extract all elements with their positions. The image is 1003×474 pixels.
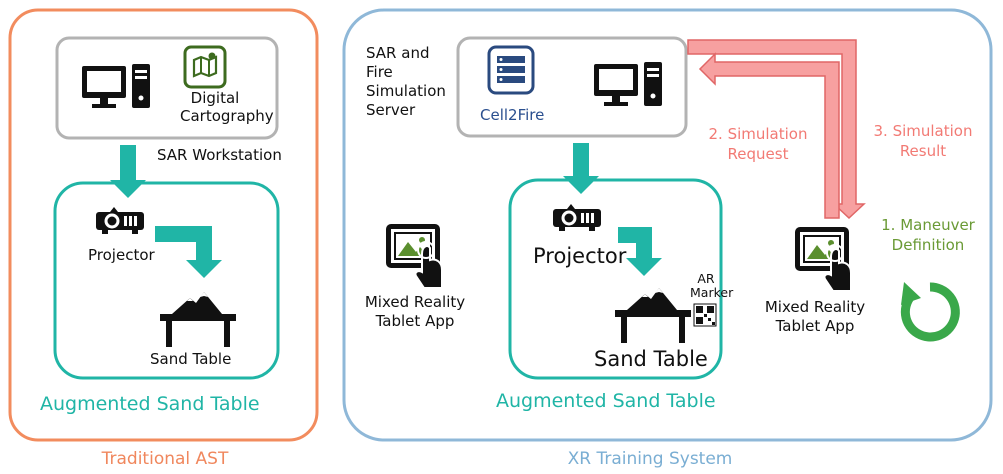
step1-line1: 1. Maneuver bbox=[881, 216, 975, 234]
xr-training-frame bbox=[342, 8, 993, 442]
server-label: SAR and Fire Simulation Server bbox=[366, 44, 446, 120]
step1-line2: Definition bbox=[891, 236, 965, 254]
digital-cartography-line2: Cartography bbox=[180, 107, 274, 125]
server-label-line1: SAR and bbox=[366, 44, 430, 62]
step1-label: 1. Maneuver Definition bbox=[872, 215, 984, 255]
step3-label: 3. Simulation Result bbox=[862, 121, 984, 161]
digital-cartography-label: Digital Cartography bbox=[180, 89, 274, 125]
tablet-app-right-line2: Tablet App bbox=[775, 317, 855, 335]
ar-marker-label: AR Marker bbox=[690, 271, 734, 300]
server-label-line3: Simulation bbox=[366, 82, 446, 100]
tablet-app-left-line1: Mixed Reality bbox=[364, 293, 466, 311]
computer-icon bbox=[82, 64, 150, 108]
server-label-line4: Server bbox=[366, 101, 416, 119]
sar-workstation-label: SAR Workstation bbox=[157, 146, 282, 164]
arrow-server-to-projector bbox=[563, 143, 599, 194]
arrow-projector-to-table-right bbox=[618, 227, 662, 276]
projector-icon-right bbox=[553, 204, 601, 231]
tablet-app-label-right: Mixed Reality Tablet App bbox=[755, 298, 875, 336]
projector-label-right: Projector bbox=[533, 244, 627, 268]
digital-cartography-icon bbox=[183, 45, 227, 89]
traditional-ast-frame bbox=[8, 8, 319, 442]
tablet-icon-right bbox=[794, 226, 852, 292]
ast-label-right: Augmented Sand Table bbox=[496, 390, 716, 412]
arrow-simulation-request bbox=[698, 52, 840, 219]
ar-marker-line1: AR bbox=[697, 271, 715, 286]
sand-table-label-left: Sand Table bbox=[150, 350, 232, 368]
sar-workstation-box bbox=[55, 36, 279, 140]
sand-table-icon-right bbox=[615, 288, 691, 343]
arrow-projector-to-table-left bbox=[155, 226, 222, 278]
server-computer-icon bbox=[594, 62, 662, 106]
step2-line1: 2. Simulation bbox=[708, 125, 808, 143]
ast-box-left bbox=[53, 181, 280, 380]
maneuver-cycle-icon bbox=[900, 282, 960, 342]
server-icon bbox=[487, 45, 535, 95]
sand-table-label-right: Sand Table bbox=[594, 347, 708, 371]
xr-training-title: XR Training System bbox=[567, 449, 733, 469]
step3-line2: Result bbox=[899, 142, 947, 160]
tablet-app-label-left: Mixed Reality Tablet App bbox=[355, 293, 475, 331]
ar-marker-icon bbox=[693, 303, 717, 327]
step2-label: 2. Simulation Request bbox=[697, 124, 819, 164]
ar-marker-line2: Marker bbox=[690, 285, 734, 300]
tablet-icon-left bbox=[385, 223, 443, 289]
arrow-workstation-to-projector bbox=[110, 145, 146, 198]
ast-label-left: Augmented Sand Table bbox=[40, 393, 260, 415]
sand-table-icon-left bbox=[160, 292, 236, 347]
server-box bbox=[456, 36, 688, 138]
step2-line2: Request bbox=[727, 145, 789, 163]
arrow-simulation-result bbox=[687, 39, 866, 220]
digital-cartography-line1: Digital bbox=[190, 89, 240, 107]
ast-box-right bbox=[508, 178, 723, 380]
cell2fire-label: Cell2Fire bbox=[480, 106, 545, 124]
tablet-app-right-line1: Mixed Reality bbox=[764, 298, 866, 316]
traditional-ast-title: Traditional AST bbox=[101, 449, 229, 469]
server-label-line2: Fire bbox=[366, 63, 393, 81]
projector-label-left: Projector bbox=[88, 246, 155, 264]
projector-icon-left bbox=[96, 207, 144, 234]
step3-line1: 3. Simulation bbox=[873, 122, 973, 140]
tablet-app-left-line2: Tablet App bbox=[375, 312, 455, 330]
